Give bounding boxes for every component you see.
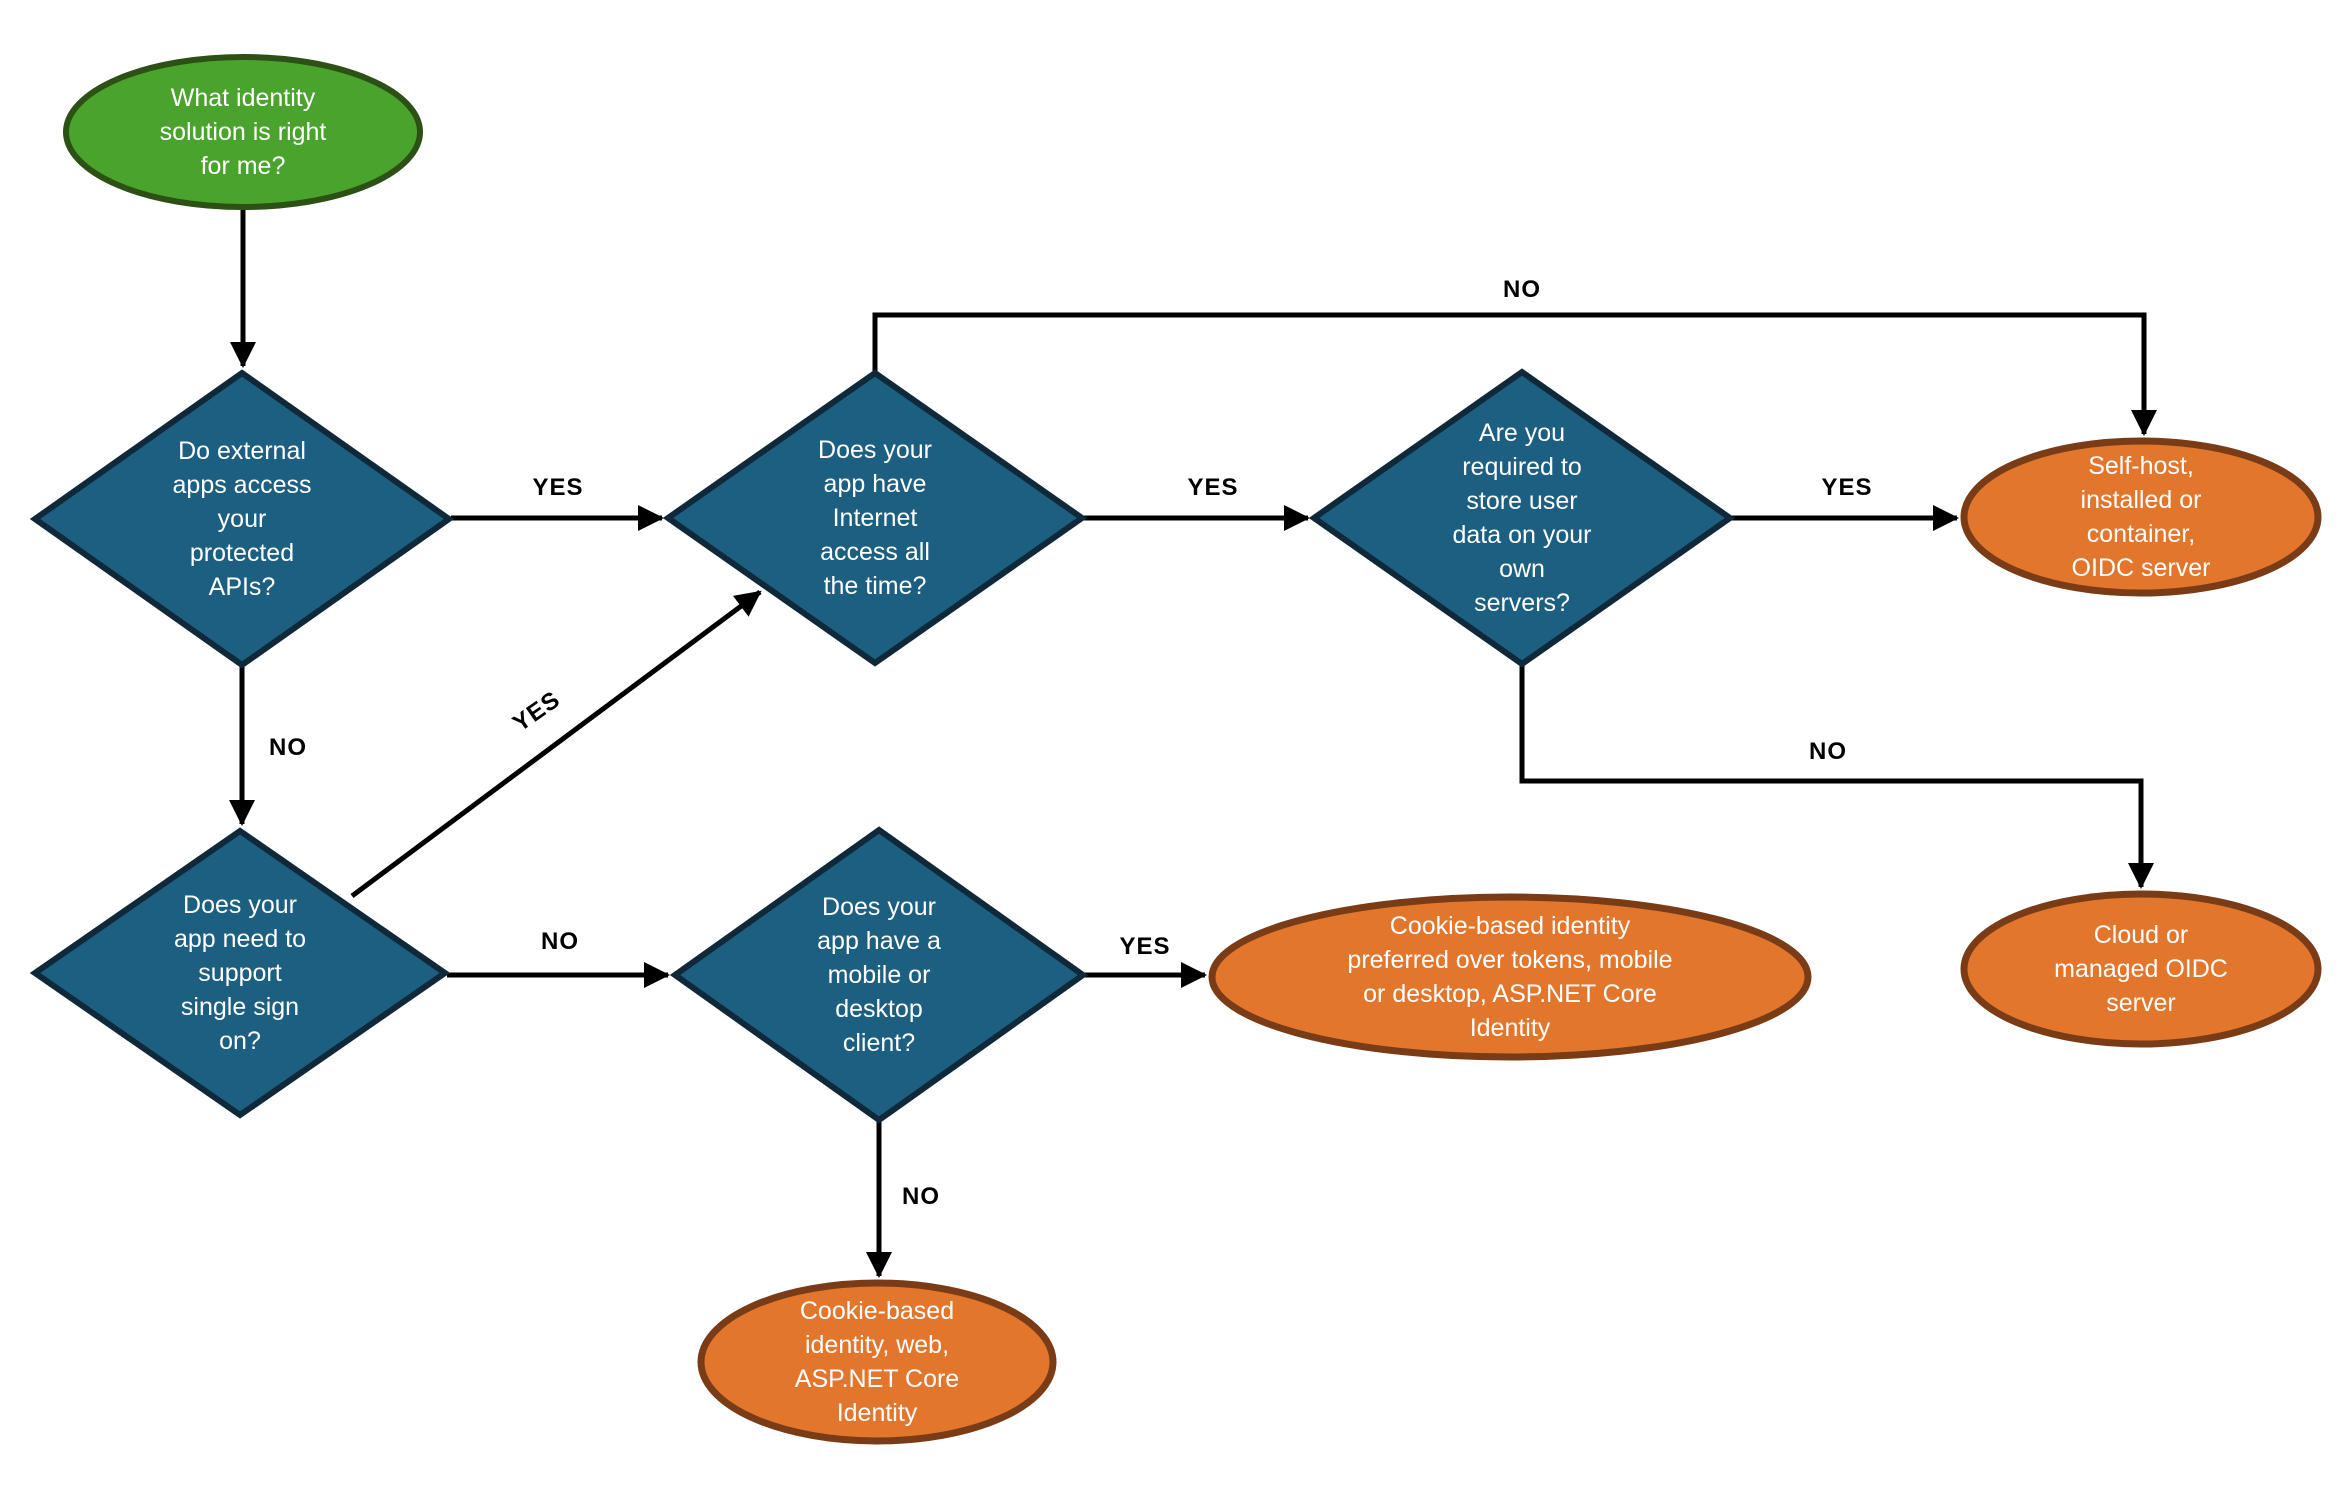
- result-cloud-oidc-shape: [1960, 890, 2322, 1048]
- result-cookie-mobile-shape: [1208, 893, 1812, 1061]
- decision-store-user-data-shape: [1308, 368, 1736, 668]
- edge-label-store-user-data-yes: YES: [1821, 474, 1873, 501]
- start-ellipse-shape: [63, 54, 423, 210]
- edge-label-internet-access-yes: YES: [1187, 474, 1239, 501]
- edge-single-sign-on-yes: [350, 589, 762, 899]
- decision-mobile-desktop-shape: [669, 826, 1089, 1124]
- edge-label-mobile-desktop-no: NO: [902, 1183, 940, 1210]
- edge-label-store-user-data-no: NO: [1809, 738, 1847, 765]
- decision-external-apis-shape: [29, 369, 455, 669]
- edge-label-external-apis-no: NO: [269, 734, 307, 761]
- node-single-sign-on-label: Does your app need to support single sig…: [173, 891, 307, 1055]
- edge-label-internet-access-no: NO: [1503, 276, 1541, 303]
- node-self-host-label: Self-host, installed or container, OIDC …: [2071, 452, 2211, 582]
- edge-label-external-apis-yes: YES: [532, 474, 584, 501]
- node-store-user-data-label: Are you required to store user data on y…: [1452, 419, 1592, 617]
- edge-internet-access-no: [872, 312, 2157, 436]
- result-cookie-web-shape: [697, 1279, 1057, 1445]
- edge-store-user-data-no: [1519, 666, 2154, 889]
- decision-internet-access-shape: [662, 369, 1088, 667]
- node-mobile-desktop-label: Does your app have a mobile or desktop c…: [817, 893, 941, 1057]
- node-external-apis-label: Do external apps access your protected A…: [172, 437, 312, 601]
- node-cookie-web-label: Cookie-based identity, web, ASP.NET Core…: [794, 1297, 960, 1427]
- edge-label-mobile-desktop-yes: YES: [1119, 933, 1171, 960]
- decision-single-sign-on-shape: [29, 827, 451, 1119]
- edge-label-single-sign-on-no: NO: [541, 928, 579, 955]
- node-cookie-mobile-label: Cookie-based identity preferred over tok…: [1347, 912, 1673, 1042]
- node-start-label: What identity solution is right for me?: [159, 84, 327, 180]
- node-cloud-oidc-label: Cloud or managed OIDC server: [2054, 921, 2228, 1017]
- node-internet-access-label: Does your app have Internet access all t…: [818, 436, 932, 600]
- result-self-host-shape: [1960, 437, 2322, 597]
